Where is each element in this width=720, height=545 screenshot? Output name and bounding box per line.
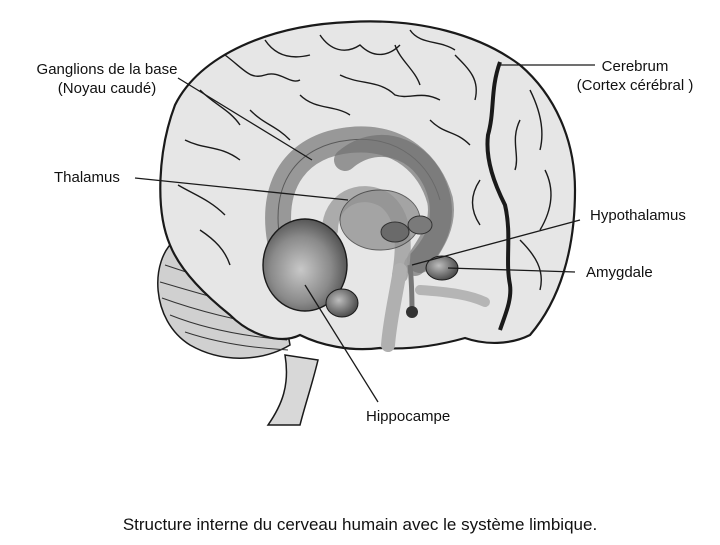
label-ganglia-line1: Ganglions de la base [36, 61, 178, 78]
label-ganglia-line2: (Noyau caudé) [57, 80, 157, 97]
label-thalamus: Thalamus [54, 169, 120, 186]
leader-lines [134, 64, 595, 403]
label-hypothalamus: Hypothalamus [590, 207, 686, 224]
label-cerebrum-line2: (Cortex cérébral ) [576, 77, 694, 94]
thalamus [339, 189, 421, 251]
hippocampus [262, 218, 348, 312]
label-amygdala: Amygdale [586, 264, 653, 281]
label-cerebrum-line1: Cerebrum [601, 58, 669, 75]
label-hippocampus: Hippocampe [366, 408, 451, 425]
cerebrum [159, 20, 577, 351]
limbic-system [262, 126, 490, 352]
figure-caption: Structure interne du cerveau humain avec… [122, 515, 598, 534]
brain-folds [177, 29, 552, 291]
brainstem [266, 354, 319, 426]
central-sulcus [485, 61, 513, 331]
label-ganglia: Ganglions de la base (Noyau caudé) [22, 60, 192, 98]
label-cerebrum: Cerebrum (Cortex cérébral ) [565, 57, 705, 95]
